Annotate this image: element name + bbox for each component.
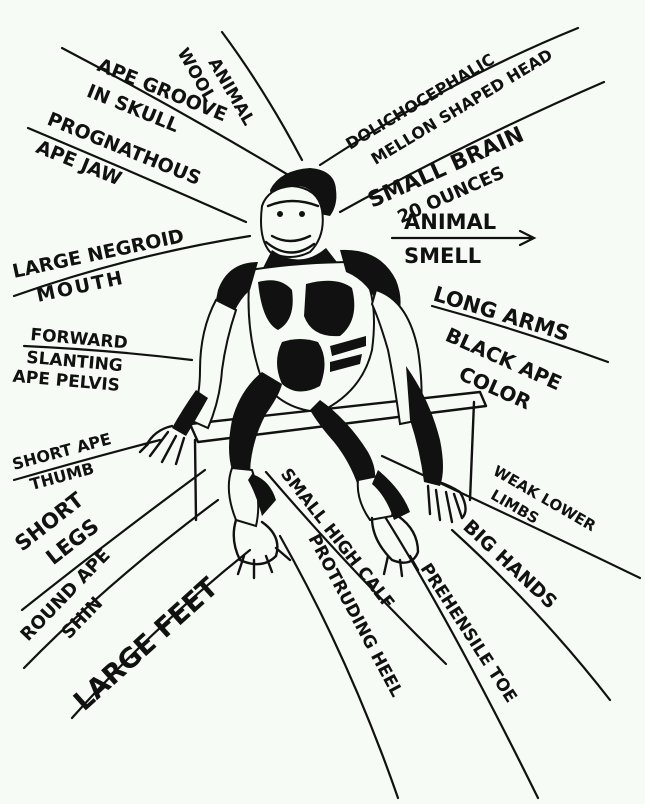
label-big-hands: BIG HANDS	[459, 516, 562, 614]
thigh-right	[310, 400, 375, 486]
eye	[299, 211, 305, 217]
label-short-thumb: SHORT APE THUMB	[10, 428, 125, 497]
abdomen	[277, 339, 325, 392]
label-forward-pelvis: FORWARD SLANTING APE PELVIS	[12, 324, 134, 397]
arm-right-lower	[406, 366, 443, 486]
leader-short-legs	[22, 470, 205, 610]
thigh-left	[229, 372, 282, 470]
table-leg	[195, 440, 196, 520]
hand-left	[140, 426, 184, 464]
eye	[277, 211, 283, 217]
label-prognathous: PROGNATHOUS APE JAW	[33, 108, 210, 220]
table-leg	[470, 402, 474, 500]
foot-left	[234, 520, 290, 578]
foot-right	[372, 516, 418, 576]
chest-right	[304, 281, 354, 336]
